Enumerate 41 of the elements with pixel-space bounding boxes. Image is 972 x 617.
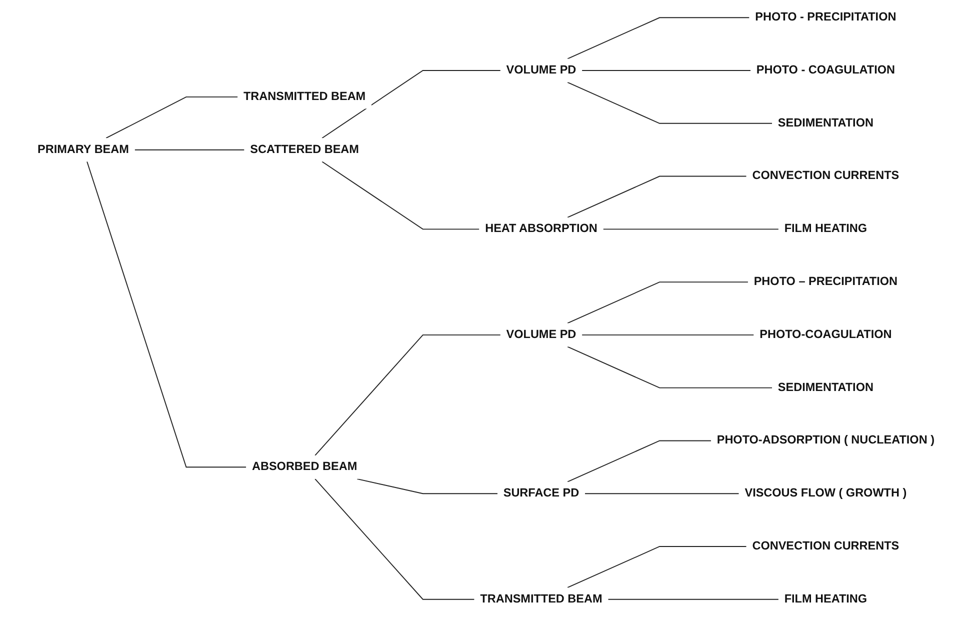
connector [322,161,480,230]
connector [582,334,754,336]
node-text: PHOTO - PRECIPITATION [755,11,896,24]
connector [608,598,779,600]
connector [106,96,238,139]
node-text: ABSORBED BEAM [252,460,358,474]
node-text: CONVECTION CURRENTS [752,170,900,182]
connector [356,478,498,494]
connector [134,149,245,150]
connector [567,282,748,324]
node-text: PRIMARY BEAM [38,143,129,156]
connector [582,70,751,71]
node-text: CONVECTION CURRENTS [752,540,900,552]
connector [86,161,247,468]
connector [314,334,501,456]
connector [567,176,747,218]
node-text: TRANSMITTED BEAM [480,592,602,606]
node-text: SCATTERED BEAM [250,143,359,156]
node-text: PHOTO-COAGULATION [760,328,892,341]
node-text: VOLUME PD [506,64,576,76]
node-text: VISCOUS FLOW ( GROWTH ) [744,486,907,500]
node-text: VOLUME PD [506,328,576,341]
node-text: FILM HEATING [784,592,868,606]
connector [314,478,475,600]
node-text: PHOTO-ADSORPTION ( NUCLEATION ) [716,434,934,447]
node-text: PHOTO – PRECIPITATION [754,275,898,288]
node-text: SEDIMENTATION [778,381,874,394]
node-text: PHOTO - COAGULATION [756,64,895,76]
node-text: FILM HEATING [784,222,868,236]
connector [567,346,772,388]
connector [322,70,501,139]
node-text: HEAT ABSORPTION [485,222,598,236]
connector [567,17,750,60]
node-text: TRANSMITTED BEAM [244,90,366,103]
connector [602,228,779,230]
connector [567,440,712,482]
connector [567,82,772,124]
connector [584,493,740,494]
node-text: SURFACE PD [503,486,580,500]
node-text: SEDIMENTATION [778,116,874,130]
connector [567,546,747,588]
